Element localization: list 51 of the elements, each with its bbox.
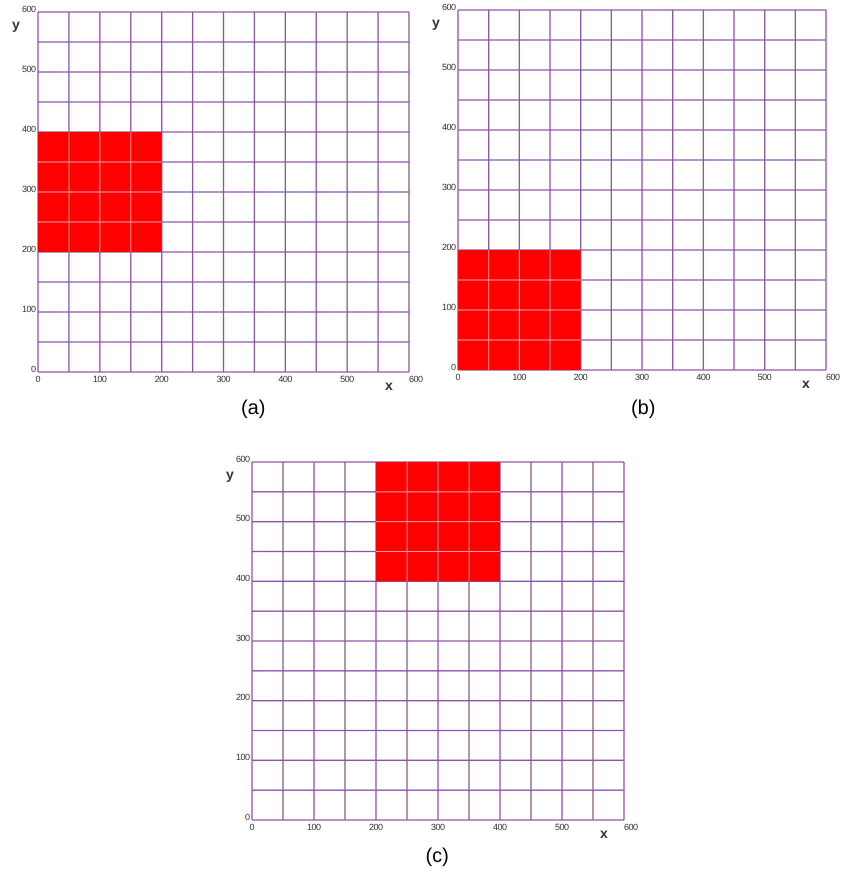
panel-label: (b) (631, 398, 656, 418)
axis-tick-label: 600 (22, 4, 36, 14)
axis-label: x (600, 826, 608, 840)
axis-tick-label: 300 (635, 373, 649, 382)
axis-tick-label: 300 (236, 634, 250, 642)
axis-tick-label: 0 (456, 373, 460, 382)
axis-label: y (12, 17, 20, 31)
axis-label: y (226, 467, 234, 481)
axis-tick-label: 500 (22, 64, 36, 74)
axis-tick-label: 0 (245, 812, 250, 822)
axis-tick-label: 300 (431, 823, 445, 832)
axis-tick-label: 600 (236, 454, 250, 464)
axis-tick-label: 100 (92, 375, 106, 384)
axis-tick-label: 0 (451, 362, 456, 372)
axis-tick-label: 200 (574, 373, 588, 382)
axis-tick-label: 100 (236, 752, 250, 762)
panel-label: (c) (426, 846, 449, 866)
axis-tick-label: 100 (22, 304, 36, 314)
axis-tick-label: 500 (236, 514, 250, 524)
axis-tick-label: 400 (493, 823, 507, 832)
axis-tick-label: 100 (442, 302, 456, 312)
axis-label: x (802, 376, 810, 390)
axis-label: y (432, 15, 440, 29)
axis-tick-label: 500 (442, 62, 456, 72)
axis-tick-label: 500 (758, 373, 772, 382)
axis-tick-label: 200 (442, 242, 456, 252)
axis-tick-label: 400 (696, 373, 710, 382)
axis-tick-label: 600 (409, 375, 423, 384)
axis-tick-label: 400 (236, 574, 250, 583)
axis-tick-label: 0 (250, 823, 254, 832)
axis-tick-label: 300 (442, 182, 456, 192)
axis-tick-label: 500 (555, 823, 569, 832)
axis-tick-label: 500 (340, 375, 354, 384)
axis-tick-label: 200 (369, 823, 383, 832)
axis-tick-label: 200 (22, 244, 36, 254)
panel-label: (a) (241, 398, 266, 418)
axis-tick-label: 600 (624, 823, 638, 832)
axis-tick-label: 400 (22, 124, 36, 134)
axis-tick-label: 300 (22, 184, 36, 194)
axis-tick-label: 600 (826, 373, 840, 382)
axis-tick-label: 0 (31, 364, 36, 374)
axis-tick-label: 100 (512, 373, 526, 382)
axis-tick-label: 300 (216, 375, 230, 384)
axis-tick-label: 200 (236, 693, 250, 702)
axis-tick-label: 400 (278, 375, 292, 384)
axis-tick-label: 400 (442, 122, 456, 132)
axis-tick-label: 600 (442, 2, 456, 12)
axis-label: x (385, 378, 393, 392)
axis-tick-label: 0 (36, 375, 40, 384)
axis-tick-label: 200 (154, 375, 168, 384)
axis-tick-label: 100 (307, 823, 321, 832)
